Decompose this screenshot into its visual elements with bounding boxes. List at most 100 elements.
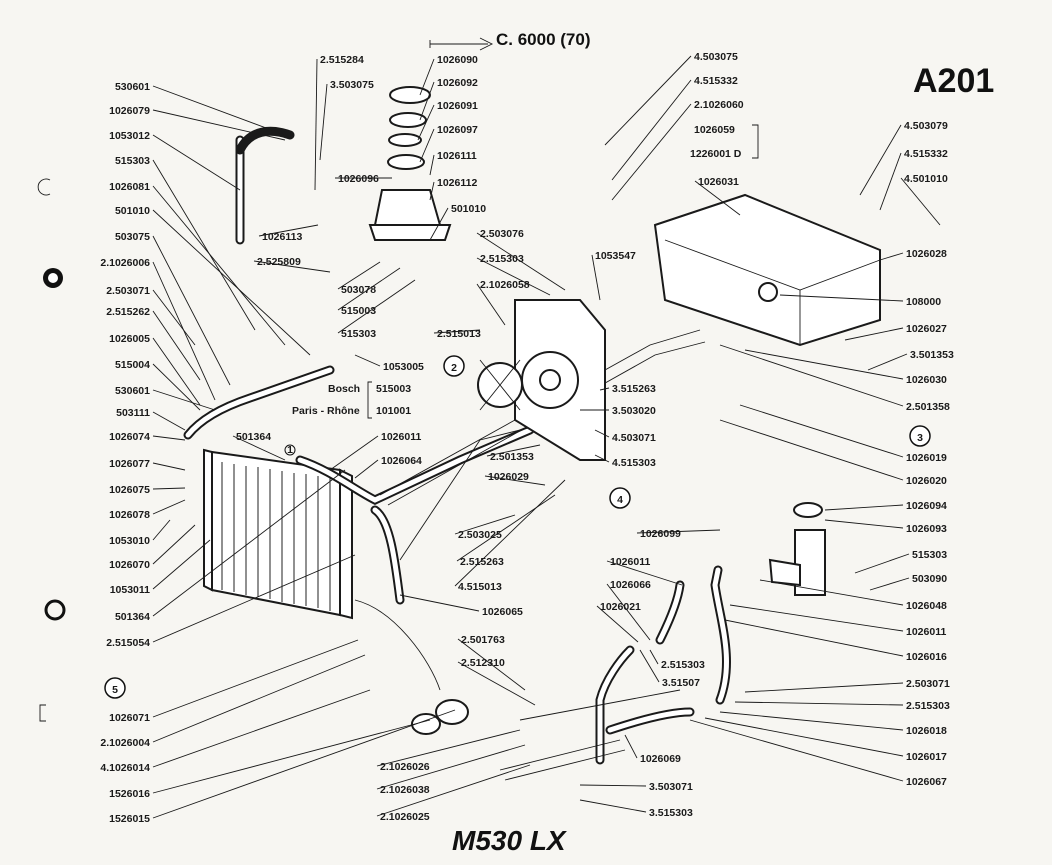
top-center-label-9: 1026113 — [262, 231, 302, 243]
svg-text:3: 3 — [917, 432, 923, 444]
mid-label-9: 2.501353 — [490, 451, 534, 463]
top-center-leader-1 — [319, 83, 328, 161]
left-leader-20 — [152, 539, 211, 590]
left-label-3: 515303 — [115, 155, 150, 167]
part-labels: 530601 1026079 1053012 515303 1026081 501010 5… — [100, 51, 954, 825]
bottom-leader-7 — [639, 649, 660, 683]
left-leader-16 — [152, 487, 186, 490]
left-leader-15 — [152, 462, 186, 471]
top-center-leader-0 — [314, 58, 318, 191]
top-right-label-11: 1026027 — [906, 323, 947, 335]
top-right-label-14: 2.501358 — [906, 401, 950, 413]
mid-label-4: 2.515013 — [437, 328, 481, 340]
plate-id: A201 — [913, 62, 994, 100]
left-leader-14 — [152, 435, 186, 441]
bottom-label-11: 1026069 — [640, 753, 681, 765]
left-leader-2 — [152, 134, 241, 191]
left-label-19: 1026070 — [109, 559, 150, 571]
right-leader-7 — [729, 604, 904, 632]
left-leader-18 — [152, 519, 171, 541]
top-right-leader-11 — [844, 327, 904, 341]
right-leader-6 — [759, 579, 904, 606]
expansion-tank-fitting — [768, 502, 826, 596]
mid-leader-3 — [591, 254, 601, 301]
left-label-22: 2.515054 — [106, 637, 150, 649]
mid-leader-4 — [433, 329, 481, 334]
top-center-leader-3 — [419, 81, 435, 121]
top-center-label-8: 1026112 — [437, 177, 477, 189]
right-leader-5 — [869, 577, 910, 591]
left-label-1: 1026079 — [109, 105, 150, 117]
mid-label-13: 1026064 — [381, 455, 422, 467]
right-label-0: 1026019 — [906, 452, 947, 464]
mid-label-3: 1053547 — [595, 250, 636, 262]
mid-label-16: 4.515013 — [458, 581, 502, 593]
binder-marks — [37, 178, 66, 722]
left-label-2: 1053012 — [109, 130, 150, 142]
leader-lines — [152, 55, 941, 819]
left-leader-6 — [152, 235, 231, 386]
top-center-leader-4 — [417, 104, 435, 141]
top-center-label-11: 2.525809 — [257, 256, 301, 268]
top-right-label-2: 2.1026060 — [694, 99, 744, 111]
right-label-11: 1026018 — [906, 725, 947, 737]
right-leader-1 — [719, 419, 904, 481]
top-center-label-4: 1026091 — [437, 100, 478, 112]
variant-part-a: 515003 — [376, 383, 411, 395]
right-leader-0 — [739, 404, 904, 458]
svg-text:1: 1 — [287, 444, 293, 456]
mid-label-5: 3.515263 — [612, 383, 656, 395]
top-center-leader-5 — [419, 128, 435, 163]
mid-leader-7 — [594, 429, 610, 438]
right-leader-11 — [719, 711, 904, 731]
header-ref-text: C. 6000 (70) — [496, 30, 591, 49]
right-leader-10 — [734, 701, 904, 706]
right-label-6: 1026048 — [906, 600, 947, 612]
mid-label-2: 2.1026058 — [480, 279, 530, 291]
top-right-leader-7 — [879, 152, 902, 211]
mid-leader-17 — [399, 594, 480, 612]
bottom-leader-1 — [606, 560, 683, 586]
top-right-leader-12 — [867, 353, 908, 371]
top-right-leader-14 — [719, 344, 904, 407]
callout-1: 1 — [284, 444, 296, 456]
top-center-label-12: 503078 — [341, 284, 376, 296]
model-name: M530 LX — [452, 825, 568, 856]
left-label-21: 501364 — [115, 611, 150, 623]
top-right-label-6: 4.503079 — [904, 120, 948, 132]
bottom-label-10: 2.1026025 — [380, 811, 430, 823]
left-leader-26 — [152, 719, 431, 794]
left-leader-27 — [152, 709, 456, 819]
bottom-leader-0 — [636, 529, 721, 534]
left-label-20: 1053011 — [110, 584, 150, 596]
left-label-10: 1026005 — [109, 333, 150, 345]
bottom-leader-6 — [649, 649, 659, 665]
bottom-label-4: 2.501763 — [461, 634, 505, 646]
right-label-7: 1026011 — [906, 626, 946, 638]
top-right-label-10: 108000 — [906, 296, 941, 308]
top-center-leader-13 — [337, 267, 401, 311]
top-center-label-7: 1026096 — [338, 173, 379, 185]
top-right-leader-5 — [694, 180, 741, 216]
top-right-leader-1 — [611, 79, 692, 181]
top-right-leader-10 — [779, 294, 904, 302]
top-right-label-8: 4.501010 — [904, 173, 948, 185]
bottom-label-2: 1026066 — [610, 579, 651, 591]
left-label-4: 1026081 — [109, 181, 150, 193]
left-label-12: 530601 — [115, 385, 150, 397]
mid-leader-5 — [599, 387, 610, 391]
bottom-label-13: 3.515303 — [649, 807, 693, 819]
bottom-leader-9 — [376, 744, 526, 790]
left-leader-12 — [152, 389, 216, 411]
top-right-leader-2 — [611, 103, 692, 201]
top-right-label-5: 1026031 — [698, 176, 739, 188]
top-right-leader-13 — [744, 349, 904, 380]
top-right-label-1: 4.515332 — [694, 75, 738, 87]
top-center-label-10: 501010 — [451, 203, 486, 215]
mid-leader-8 — [594, 454, 610, 463]
top-center-leader-6 — [429, 154, 435, 176]
top-right-label-4: 1226001 D — [690, 148, 742, 160]
bottom-label-6: 2.515303 — [661, 659, 705, 671]
left-label-9: 2.515262 — [106, 306, 150, 318]
